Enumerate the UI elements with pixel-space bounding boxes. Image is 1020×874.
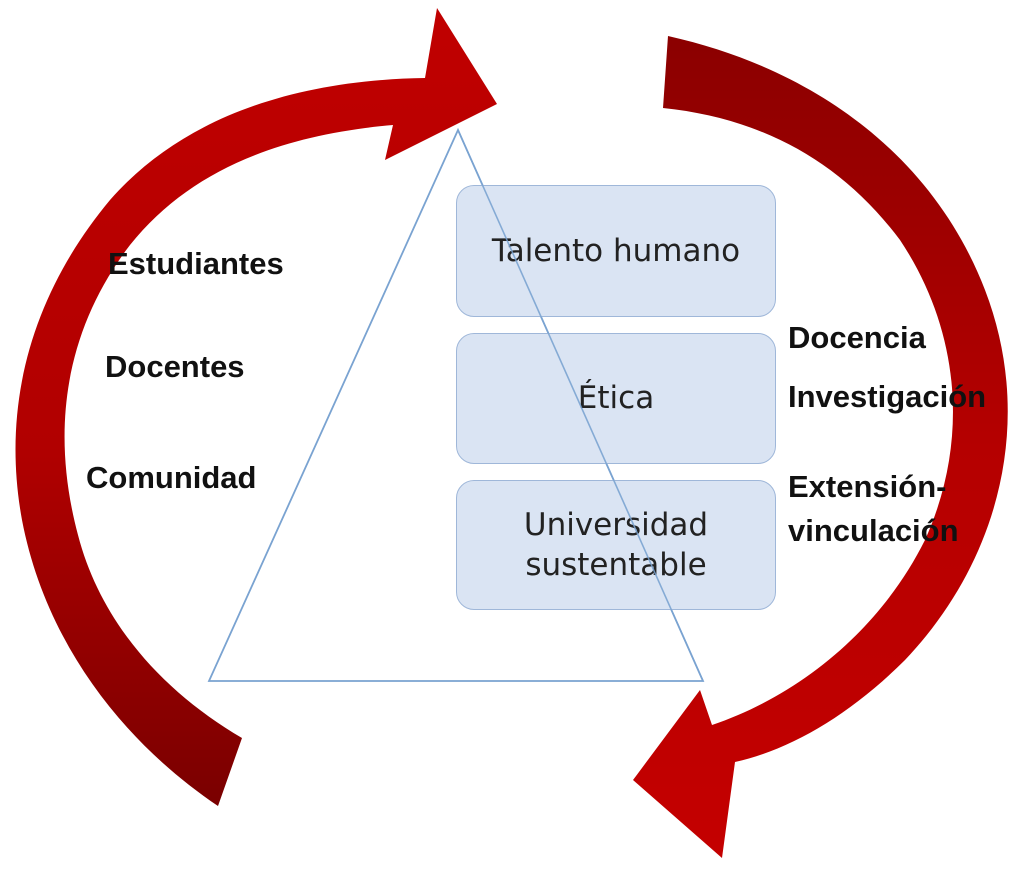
box-talento-humano: Talento humano (456, 185, 776, 317)
right-item-investigacion: Investigación (788, 379, 987, 414)
box-etica: Ética (456, 333, 776, 464)
right-cycle-arrow (633, 36, 1008, 858)
left-item-comunidad: Comunidad (86, 460, 257, 495)
box-universidad-line1: Universidad (523, 506, 709, 543)
right-item-extension-line2: vinculación (788, 513, 959, 548)
box-talento-humano-label: Talento humano (491, 232, 741, 269)
right-item-docencia: Docencia (788, 320, 926, 355)
left-item-docentes: Docentes (105, 349, 245, 384)
box-etica-label: Ética (577, 380, 655, 417)
box-universidad-line2: sustentable (525, 547, 707, 583)
left-item-estudiantes: Estudiantes (108, 246, 284, 281)
box-universidad-sustentable: Universidad sustentable (456, 480, 776, 610)
right-item-extension-line1: Extensión- (788, 469, 947, 504)
left-cycle-arrow (15, 8, 498, 806)
